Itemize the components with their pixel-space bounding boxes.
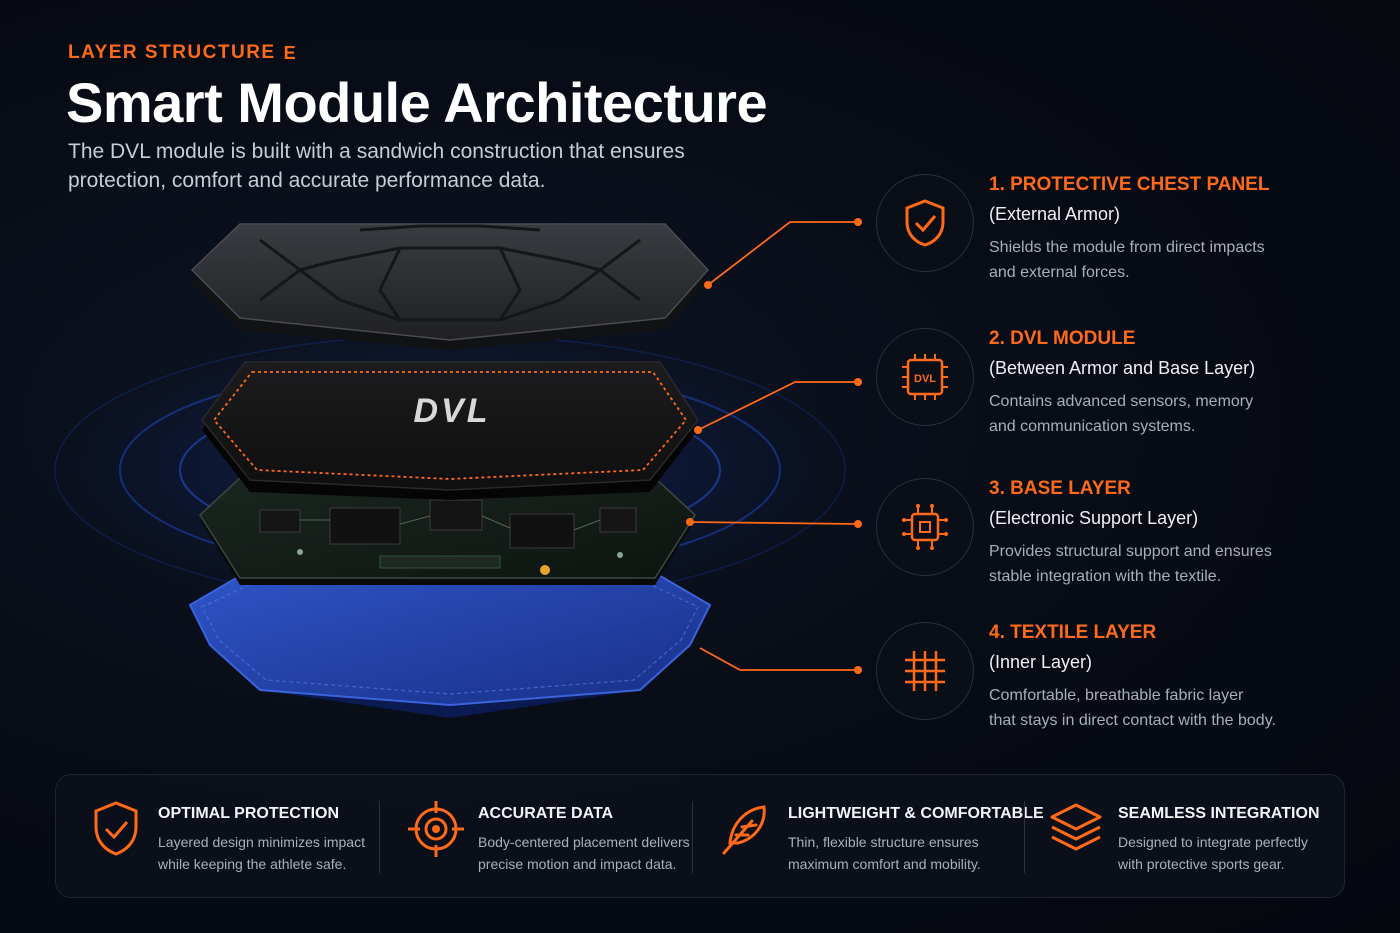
eyebrow-text: LAYER STRUCTURE bbox=[68, 42, 276, 63]
layer-heading: 2. DVL MODULE bbox=[989, 328, 1136, 349]
feature-divider bbox=[692, 801, 693, 873]
connector-lines bbox=[689, 221, 859, 671]
base-layer-graphic bbox=[199, 477, 696, 585]
layer-subheading: (Electronic Support Layer) bbox=[989, 508, 1199, 528]
layer-desc-line-1: Provides structural support and ensures bbox=[989, 543, 1272, 560]
target-icon bbox=[408, 801, 464, 857]
subtitle-line-2: protection, comfort and accurate perform… bbox=[68, 169, 546, 192]
feature-description: Body-centered placement delivers precise… bbox=[478, 831, 738, 875]
layer-description: Shields the module from direct impacts a… bbox=[989, 235, 1349, 285]
feature-title: LIGHTWEIGHT & COMFORTABLE bbox=[788, 805, 1044, 822]
feature-desc-line-2: with protective sports gear. bbox=[1118, 856, 1285, 872]
connector-dots bbox=[686, 218, 862, 674]
layer-desc-line-2: stable integration with the textile. bbox=[989, 568, 1222, 585]
layer-icon-circle: DVL bbox=[876, 328, 974, 426]
feature-desc-line-1: Thin, flexible structure ensures bbox=[788, 834, 979, 850]
feather-icon bbox=[722, 805, 766, 855]
feature-description: Thin, flexible structure ensures maximum… bbox=[788, 831, 1048, 875]
feature-desc-line-1: Layered design minimizes impact bbox=[158, 834, 365, 850]
chip-icon: DVL bbox=[902, 354, 948, 400]
layer-heading: 1. PROTECTIVE CHEST PANEL bbox=[989, 174, 1270, 195]
eyebrow-mark-icon: E bbox=[283, 42, 298, 63]
textile-layer-graphic bbox=[188, 569, 712, 718]
dvl-logo-text: DVL bbox=[414, 392, 491, 430]
feature-title: ACCURATE DATA bbox=[478, 805, 614, 822]
layer-icon-circle bbox=[876, 174, 974, 272]
feature-description: Layered design minimizes impact while ke… bbox=[158, 831, 418, 875]
feature-desc-line-2: while keeping the athlete safe. bbox=[158, 856, 347, 872]
layer-icon-circle bbox=[876, 478, 974, 576]
chip-label: DVL bbox=[914, 373, 936, 385]
layers-icon bbox=[1050, 803, 1102, 851]
feature-desc-line-2: maximum comfort and mobility. bbox=[788, 856, 981, 872]
layer-desc-line-1: Comfortable, breathable fabric layer bbox=[989, 687, 1244, 704]
feature-title: OPTIMAL PROTECTION bbox=[158, 805, 340, 822]
layer-description: Comfortable, breathable fabric layer tha… bbox=[989, 683, 1349, 733]
layer-heading: 4. TEXTILE LAYER bbox=[989, 622, 1157, 643]
layer-desc-line-2: that stays in direct contact with the bo… bbox=[989, 712, 1276, 729]
layer-description: Contains advanced sensors, memory and co… bbox=[989, 389, 1349, 439]
dvl-module-graphic: DVL bbox=[201, 361, 699, 500]
layer-desc-line-1: Shields the module from direct impacts bbox=[989, 239, 1265, 256]
page-subtitle: The DVL module is built with a sandwich … bbox=[68, 137, 728, 195]
protective-panel-graphic bbox=[190, 223, 710, 350]
layer-desc-line-2: and external forces. bbox=[989, 264, 1130, 281]
circuit-icon bbox=[902, 504, 948, 550]
layer-icon-circle bbox=[876, 622, 974, 720]
feature-description: Designed to integrate perfectly with pro… bbox=[1118, 831, 1378, 875]
layer-subheading: (External Armor) bbox=[989, 204, 1121, 224]
feature-desc-line-1: Designed to integrate perfectly bbox=[1118, 834, 1308, 850]
feature-title: SEAMLESS INTEGRATION bbox=[1118, 805, 1320, 822]
eyebrow-label: LAYER STRUCTURE E bbox=[68, 42, 297, 64]
feature-divider bbox=[379, 801, 380, 873]
feature-divider bbox=[1024, 801, 1025, 873]
shield-check-icon bbox=[94, 801, 138, 856]
layer-desc-line-2: and communication systems. bbox=[989, 418, 1196, 435]
layer-description: Provides structural support and ensures … bbox=[989, 539, 1349, 589]
feature-desc-line-1: Body-centered placement delivers bbox=[478, 834, 690, 850]
shield-check-icon bbox=[905, 199, 945, 247]
layer-subheading: (Between Armor and Base Layer) bbox=[989, 358, 1256, 378]
layer-heading: 3. BASE LAYER bbox=[989, 478, 1131, 499]
fabric-grid-icon bbox=[905, 651, 945, 691]
feature-bar: OPTIMAL PROTECTION Layered design minimi… bbox=[55, 774, 1345, 898]
subtitle-line-1: The DVL module is built with a sandwich … bbox=[68, 140, 685, 163]
layer-subheading: (Inner Layer) bbox=[989, 652, 1093, 672]
page-title: Smart Module Architecture bbox=[66, 71, 768, 134]
feature-desc-line-2: precise motion and impact data. bbox=[478, 856, 677, 872]
layer-desc-line-1: Contains advanced sensors, memory bbox=[989, 393, 1254, 410]
